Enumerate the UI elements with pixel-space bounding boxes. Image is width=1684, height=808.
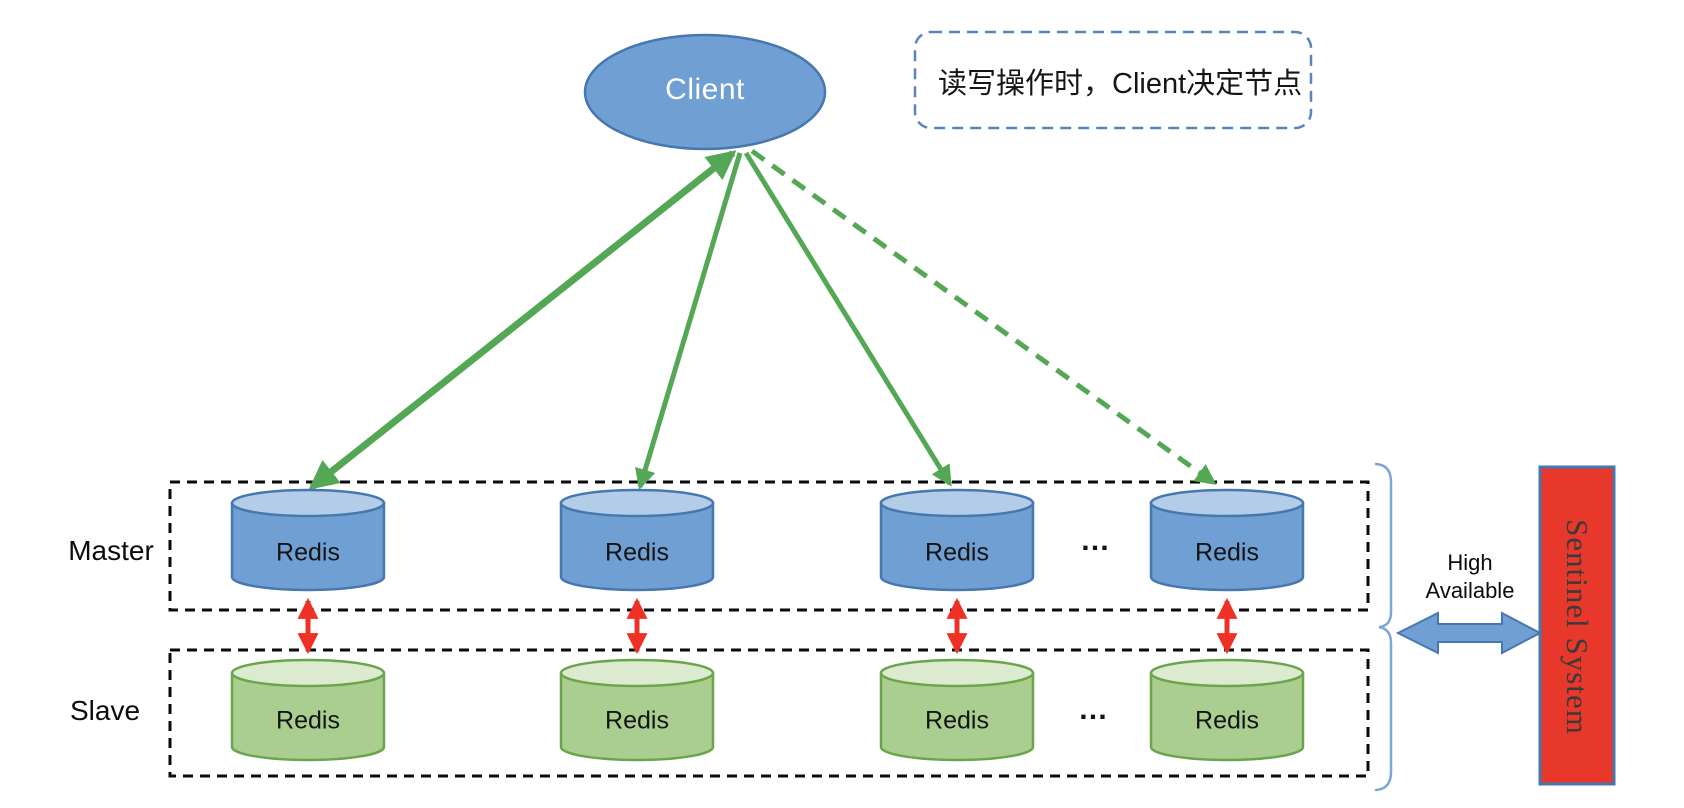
master-redis-label-3: Redis [925, 538, 989, 567]
slave-redis-label-1: Redis [276, 706, 340, 735]
sentinel-system-label: Sentinel System [1560, 519, 1595, 735]
master-row-label: Master [68, 535, 154, 566]
slave-redis-label-3: Redis [925, 706, 989, 735]
client-master4-dashed-arrow [750, 148, 1217, 486]
group-brace [1374, 462, 1393, 792]
master-redis-label-1: Redis [276, 538, 340, 567]
slave-group-box [168, 648, 1370, 778]
master-redis-label-4: Redis [1195, 538, 1259, 567]
client-label: Client [665, 73, 745, 106]
slave-row-label: Slave [69, 695, 141, 726]
slave-redis-label-4: Redis [1195, 706, 1259, 735]
client-ellipse [583, 33, 827, 151]
client-master2-arrow [635, 152, 743, 491]
high-available-arrow [1395, 611, 1543, 655]
annotation-text: 读写操作时，Client决定节点 [938, 68, 1303, 100]
slave-redis-label-2: Redis [605, 706, 669, 735]
client-master1-arrow [308, 150, 737, 490]
high-available-label: High Available [1425, 550, 1515, 603]
annotation-box [913, 30, 1313, 130]
client-master3-arrow [743, 151, 953, 487]
slave-ellipsis: … [1078, 693, 1110, 726]
master-group-box [168, 480, 1370, 612]
master-ellipsis: … [1080, 524, 1112, 557]
sentinel-system-box [1538, 465, 1616, 786]
master-redis-label-2: Redis [605, 538, 669, 567]
